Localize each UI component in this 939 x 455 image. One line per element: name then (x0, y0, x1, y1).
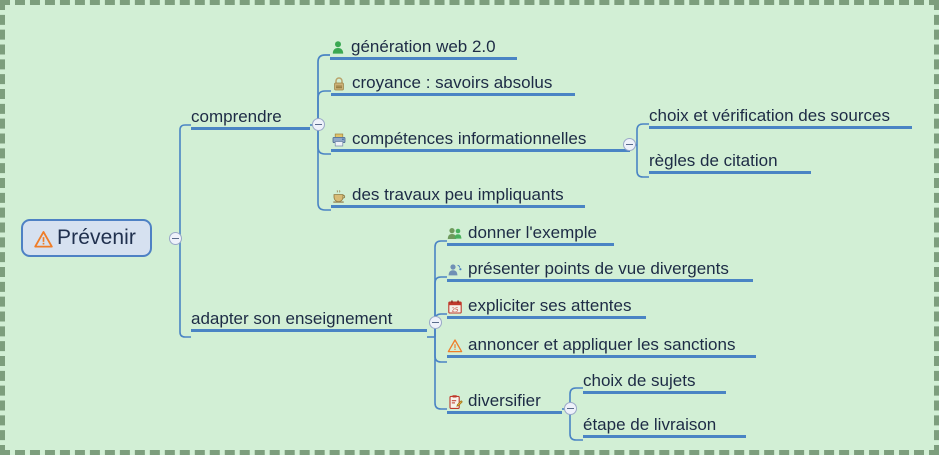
topic-regles-citation[interactable]: règles de citation (649, 151, 811, 174)
root-label: Prévenir (57, 226, 136, 249)
topic-generation-label: génération web 2.0 (351, 37, 496, 56)
topic-expliciter-attentes[interactable]: 25 expliciter ses attentes (447, 296, 646, 319)
toggle-competences[interactable] (623, 138, 636, 151)
topic-generation-web-2-0[interactable]: génération web 2.0 (330, 37, 517, 60)
warning-triangle-icon (34, 230, 53, 248)
topic-donner-exemple-label: donner l'exemple (468, 223, 597, 242)
svg-text:25: 25 (451, 307, 459, 313)
topic-croyance[interactable]: croyance : savoirs absolus (331, 73, 575, 96)
branch-comprendre[interactable]: comprendre (191, 107, 310, 130)
topic-diversifier[interactable]: diversifier (447, 391, 562, 414)
toggle-root[interactable] (169, 232, 182, 245)
topic-annoncer-sanctions[interactable]: annoncer et appliquer les sanctions (447, 335, 756, 358)
branch-adapter-label: adapter son enseignement (191, 309, 393, 328)
topic-regles-citation-label: règles de citation (649, 151, 778, 170)
person-speaking-icon (447, 262, 463, 278)
warning-triangle-icon (447, 338, 463, 354)
toggle-adapter[interactable] (429, 316, 442, 329)
coffee-cup-icon (331, 188, 347, 204)
topic-expliciter-label: expliciter ses attentes (468, 296, 632, 315)
topic-etape-de-livraison[interactable]: étape de livraison (583, 415, 746, 438)
topic-annoncer-label: annoncer et appliquer les sanctions (468, 335, 736, 354)
person-green-icon (330, 40, 346, 56)
branch-comprendre-label: comprendre (191, 107, 282, 126)
topic-competences-informationnelles[interactable]: compétences informationnelles (331, 129, 630, 152)
toggle-comprendre[interactable] (312, 118, 325, 131)
topic-choix-sujets-label: choix de sujets (583, 371, 696, 390)
branch-adapter-son-enseignement[interactable]: adapter son enseignement (191, 309, 427, 332)
topic-etape-livraison-label: étape de livraison (583, 415, 717, 434)
root-node[interactable]: Prévenir (21, 219, 152, 257)
topic-croyance-label: croyance : savoirs absolus (352, 73, 553, 92)
topic-choix-de-sujets[interactable]: choix de sujets (583, 371, 726, 394)
topic-competences-label: compétences informationnelles (352, 129, 587, 148)
topic-choix-sources-label: choix et vérification des sources (649, 106, 890, 125)
two-people-icon (447, 226, 463, 242)
topic-travaux-peu-impliquants[interactable]: des travaux peu impliquants (331, 185, 585, 208)
topic-diversifier-label: diversifier (468, 391, 541, 410)
toggle-diversifier[interactable] (564, 402, 577, 415)
padlock-icon (331, 76, 347, 92)
calendar-icon: 25 (447, 299, 463, 315)
topic-travaux-label: des travaux peu impliquants (352, 185, 564, 204)
clipboard-edit-icon (447, 394, 463, 410)
topic-donner-exemple[interactable]: donner l'exemple (447, 223, 614, 246)
printer-icon (331, 132, 347, 148)
topic-choix-verification-sources[interactable]: choix et vérification des sources (649, 106, 912, 129)
topic-presenter-points-de-vue[interactable]: présenter points de vue divergents (447, 259, 753, 282)
topic-presenter-label: présenter points de vue divergents (468, 259, 729, 278)
